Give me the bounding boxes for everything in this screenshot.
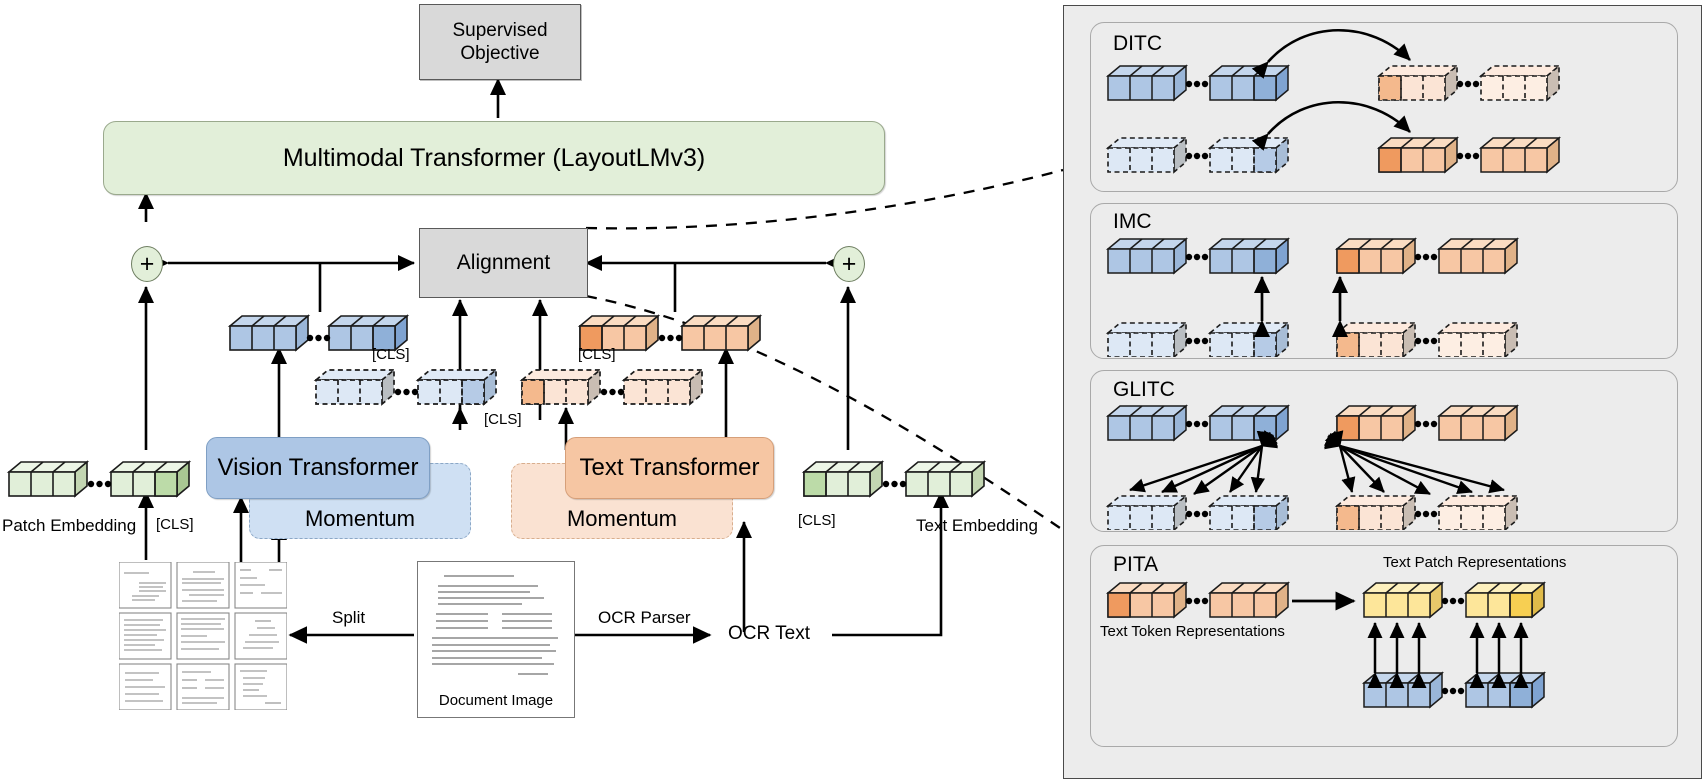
- text-embedding-row: [800, 458, 992, 507]
- ocr-parser-label: OCR Parser: [598, 608, 691, 627]
- glitc-title: GLITC: [1113, 378, 1175, 401]
- pita-title: PITA: [1113, 553, 1159, 576]
- split-label: Split: [332, 608, 366, 627]
- text-transformer-box: Text Transformer: [565, 437, 774, 499]
- vision-token-cubes: [227, 314, 410, 352]
- vision-transformer-label: Vision Transformer: [217, 454, 419, 481]
- glitc-diagram: [1105, 404, 1520, 530]
- text-momentum-token-row: [518, 366, 710, 415]
- ocr-text-label: OCR Text: [728, 623, 811, 644]
- plus-left-symbol: +: [139, 249, 155, 278]
- text-token-row: [576, 312, 768, 361]
- text-patch-representations-label: Text Patch Representations: [1383, 554, 1567, 571]
- ditc-title: DITC: [1113, 32, 1162, 55]
- document-patch-grid: [118, 561, 288, 711]
- imc-title: IMC: [1113, 210, 1152, 233]
- multimodal-transformer-box: Multimodal Transformer (LayoutLMv3): [103, 121, 885, 195]
- text-token-cubes: [577, 314, 763, 352]
- text-token-representations-label: Text Token Representations: [1100, 623, 1285, 640]
- vision-transformer-box: Vision Transformer: [206, 437, 430, 499]
- vision-momentum-token-row: [312, 366, 504, 415]
- ditc-diagram: [1105, 28, 1562, 174]
- alignment-box: Alignment: [419, 228, 588, 298]
- cls-label-vision-momentum: [CLS]: [484, 411, 522, 428]
- patch-embedding-label: Patch Embedding: [2, 516, 137, 535]
- pita-card: [1090, 545, 1678, 747]
- text-momentum-label: Momentum: [566, 506, 678, 531]
- vision-token-row: [226, 312, 411, 361]
- patch-embedding-cubes: [6, 460, 192, 498]
- plus-right-symbol: +: [841, 249, 857, 278]
- text-embedding-label: Text Embedding: [916, 516, 1038, 535]
- text-embedding-cubes: [801, 460, 987, 498]
- multimodal-transformer-label: Multimodal Transformer (LayoutLMv3): [282, 143, 706, 172]
- cls-label-vision: [CLS]: [372, 346, 410, 363]
- supervised-objective-box: Supervised Objective: [419, 4, 581, 80]
- text-transformer-label: Text Transformer: [579, 454, 760, 481]
- pita-diagram: [1105, 581, 1547, 709]
- plus-node-left: +: [131, 246, 163, 282]
- document-image-caption: Document Image: [438, 692, 554, 709]
- alignment-label: Alignment: [456, 251, 551, 274]
- supervised-objective-label-line2: Objective: [460, 43, 540, 64]
- supervised-objective-label-line1: Supervised: [452, 20, 548, 41]
- vision-momentum-label: Momentum: [304, 506, 416, 531]
- plus-node-right: +: [833, 246, 865, 282]
- vision-momentum-cubes: [313, 368, 499, 406]
- document-image-box: Document Image: [417, 561, 575, 718]
- cls-label-left: [CLS]: [156, 516, 194, 533]
- text-momentum-cubes: [519, 368, 705, 406]
- imc-diagram: [1105, 237, 1520, 357]
- patch-embedding-row: [5, 458, 197, 507]
- cls-label-text: [CLS]: [578, 346, 616, 363]
- cls-label-right: [CLS]: [798, 512, 836, 529]
